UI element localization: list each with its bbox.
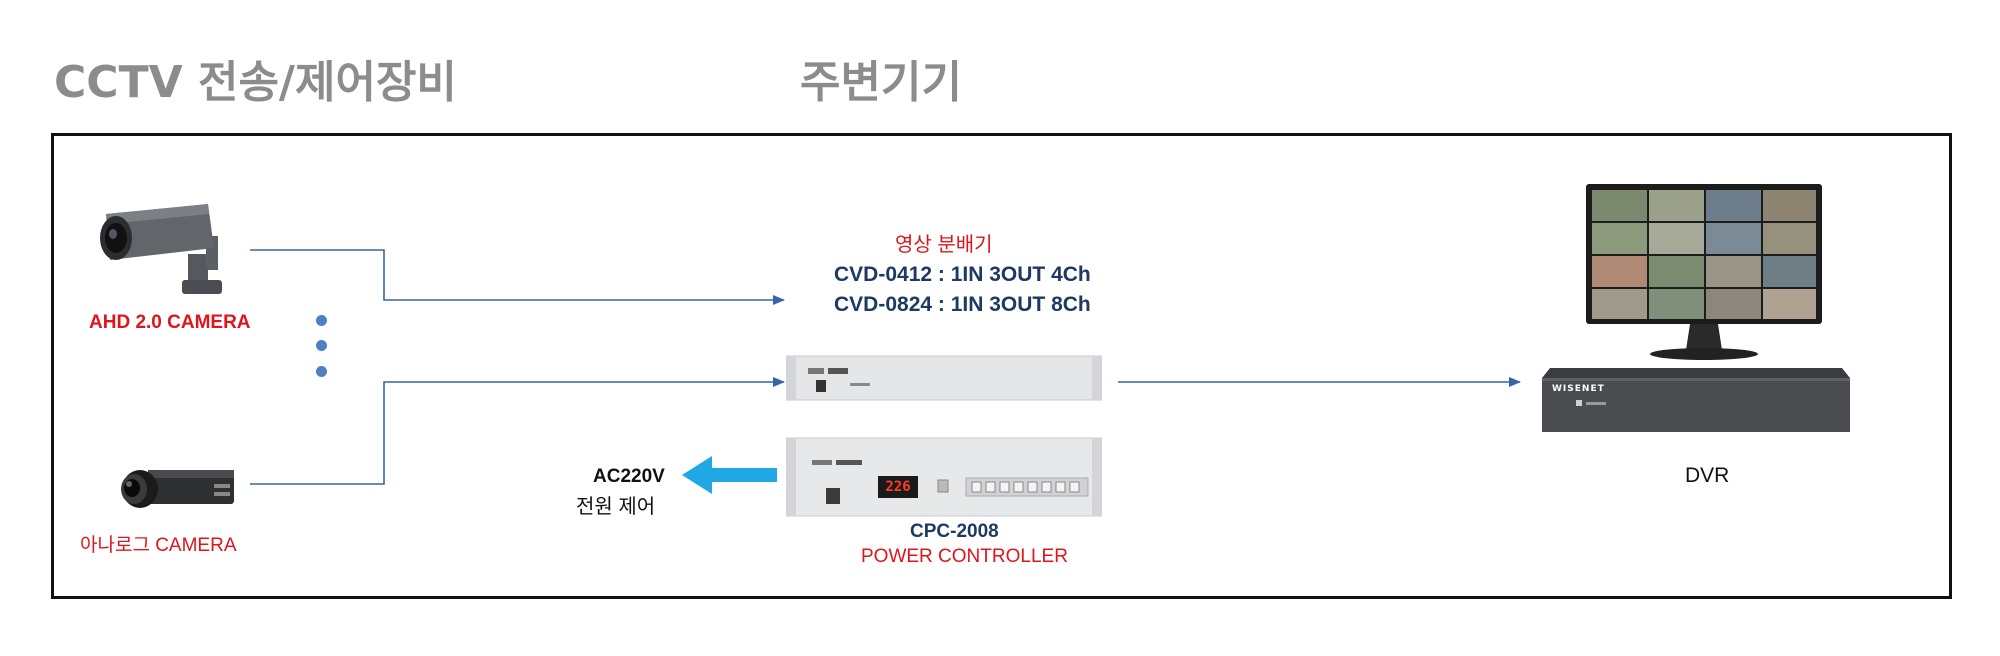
video-distributor-device (785, 350, 1103, 406)
ahd-camera-image (96, 196, 236, 300)
more-cameras-dot (316, 315, 327, 326)
title-left: CCTV 전송/제어장비 (54, 57, 457, 108)
distributor-title: 영상 분배기 (895, 234, 993, 256)
diagram-frame (51, 133, 1952, 599)
dvr-brand: WISENET (1552, 384, 1605, 394)
distributor-model-1: CVD-0412 : 1IN 3OUT 4Ch (834, 263, 1091, 286)
ahd-camera-label: AHD 2.0 CAMERA (89, 312, 251, 333)
power-output-voltage: AC220V (593, 466, 665, 487)
analog-camera-image (118, 462, 238, 514)
power-output-label: 전원 제어 (576, 496, 656, 518)
analog-camera-label: 아나로그 CAMERA (80, 535, 237, 556)
ahd-to-distributor-line (250, 249, 785, 305)
dvr-label: DVR (1685, 464, 1730, 487)
power-controller-model: CPC-2008 (910, 521, 999, 542)
power-controller-name: POWER CONTROLLER (861, 546, 1068, 567)
power-controller-device: 226 (785, 434, 1103, 520)
dvr-device: WISENET (1540, 182, 1860, 438)
distributor-model-2: CVD-0824 : 1IN 3OUT 8Ch (834, 293, 1091, 316)
analog-to-distributor-line (250, 377, 785, 485)
power-controller-display: 226 (885, 479, 911, 495)
power-output-arrow (682, 456, 777, 494)
more-cameras-dot (316, 366, 327, 377)
title-right: 주변기기 (800, 57, 962, 108)
more-cameras-dot (316, 340, 327, 351)
